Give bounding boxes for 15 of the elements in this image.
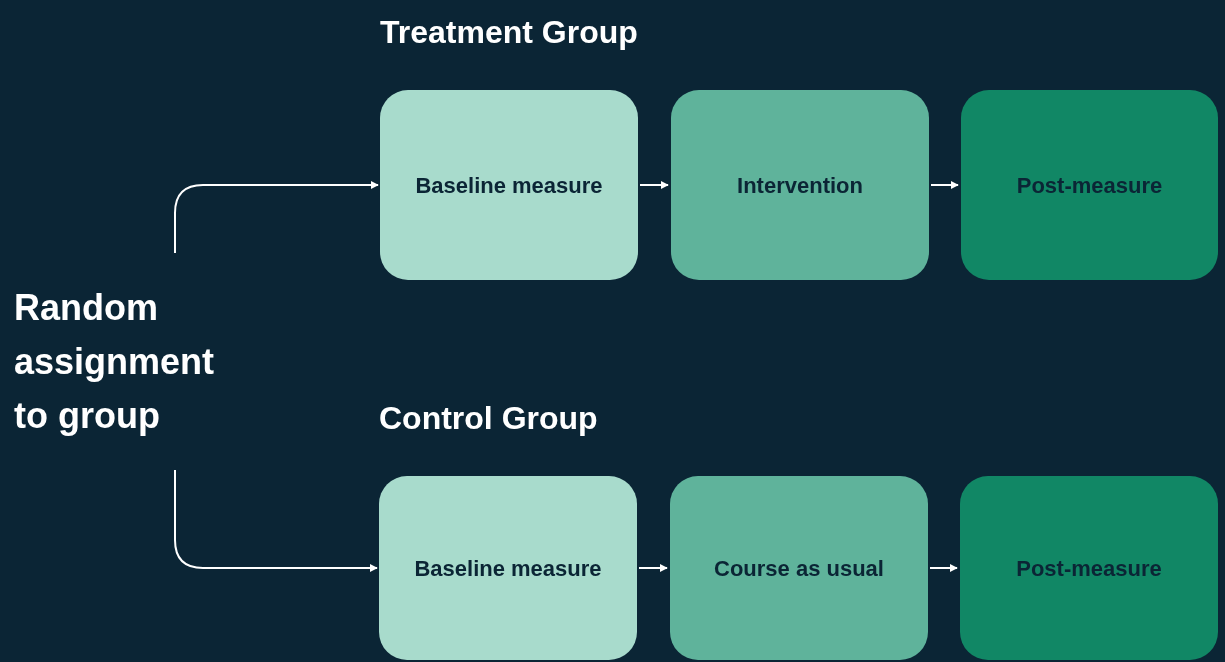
arrow (174, 469, 378, 572)
group-heading: Treatment Group (380, 13, 638, 52)
process-box: Post-measure (961, 90, 1218, 280)
arrow (174, 181, 379, 254)
process-box: Intervention (671, 90, 929, 280)
arrow (930, 181, 959, 189)
arrow (639, 181, 669, 189)
process-box: Baseline measure (380, 90, 638, 280)
process-box: Baseline measure (379, 476, 637, 660)
arrow (638, 564, 668, 572)
process-box: Post-measure (960, 476, 1218, 660)
group-heading: Control Group (379, 399, 598, 438)
process-box: Course as usual (670, 476, 928, 660)
start-text: Random assignment to group (14, 253, 254, 470)
arrow (929, 564, 958, 572)
